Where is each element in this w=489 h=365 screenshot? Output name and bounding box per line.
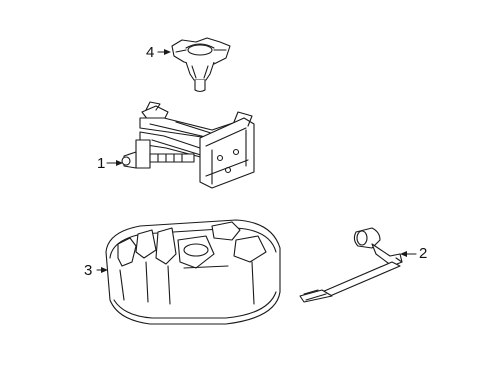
callout-4: 4 xyxy=(146,44,155,61)
callout-3: 3 xyxy=(84,262,93,279)
leader-3 xyxy=(96,267,108,273)
part-4-jack-holder xyxy=(171,37,231,93)
part-3-tool-tray xyxy=(105,219,281,325)
part-2-lug-wrench xyxy=(299,227,403,303)
part-1-scissor-jack xyxy=(121,101,255,189)
callout-2: 2 xyxy=(419,245,428,262)
callout-1: 1 xyxy=(97,155,106,172)
leader-4 xyxy=(157,49,171,55)
leader-1 xyxy=(106,160,123,166)
leader-2 xyxy=(400,251,417,257)
